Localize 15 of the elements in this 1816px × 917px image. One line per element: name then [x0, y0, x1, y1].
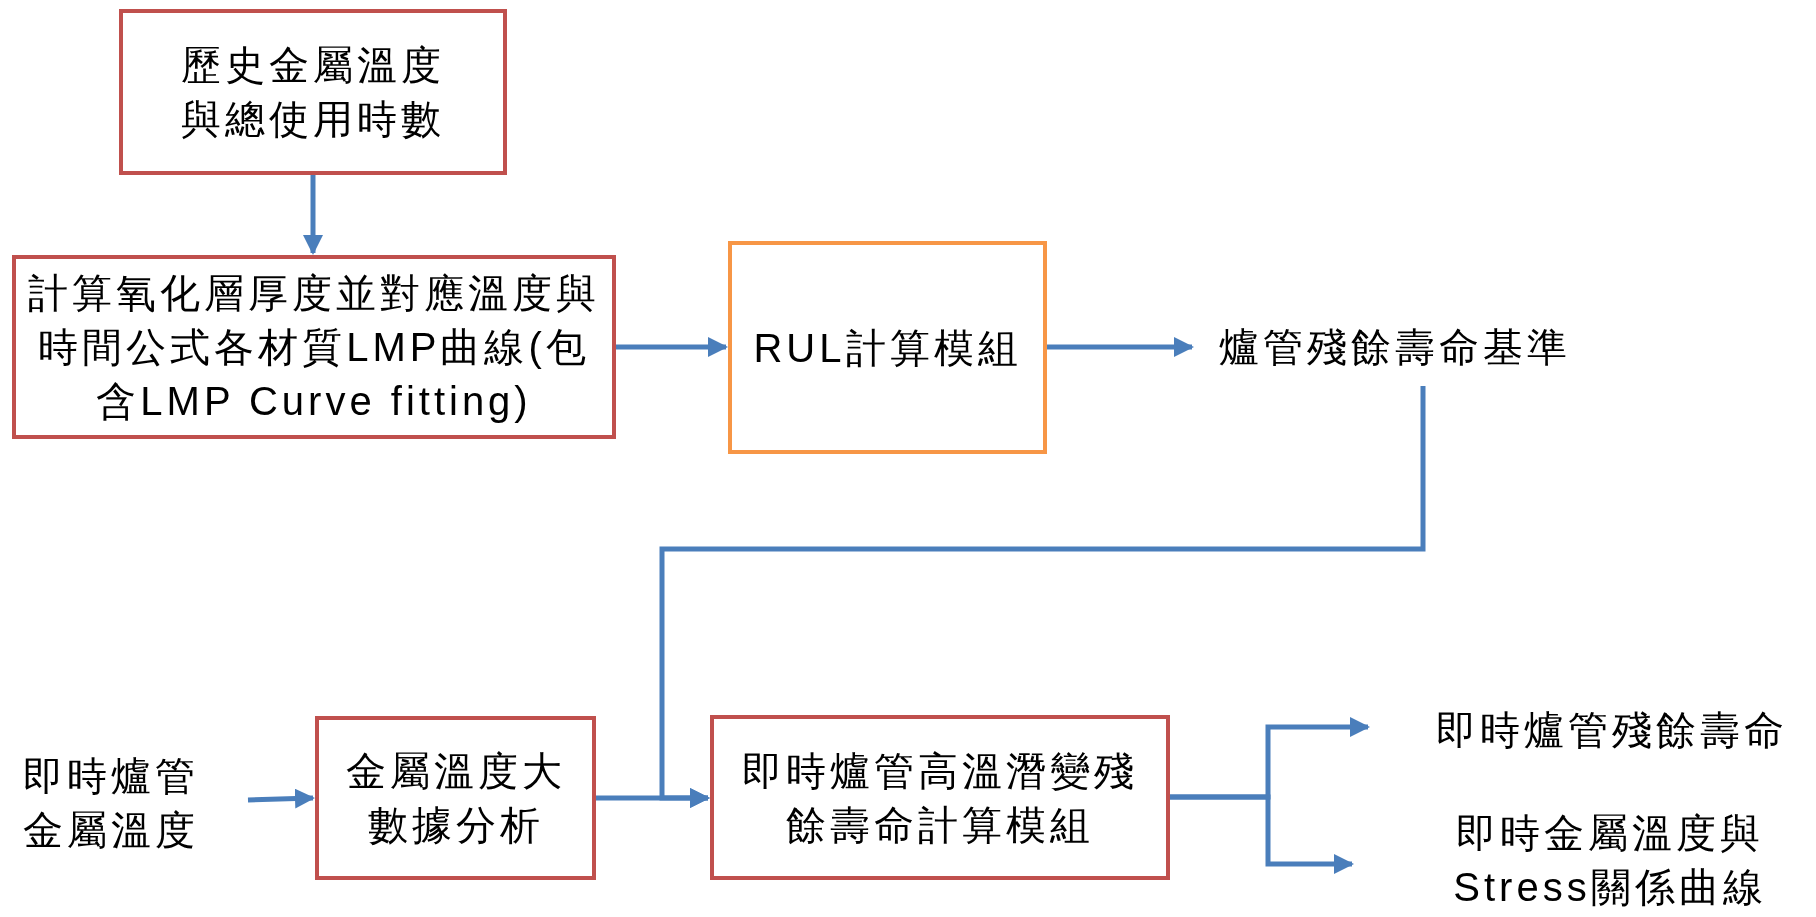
- arrow: [1047, 337, 1194, 357]
- arrow: [616, 337, 728, 357]
- process-box: 歷史金屬溫度與總使用時數: [119, 9, 507, 175]
- arrow: [247, 788, 315, 809]
- process-box: 金屬溫度大數據分析: [315, 716, 596, 880]
- output-text: 即時爐管殘餘壽命: [1436, 707, 1788, 754]
- output-text: 即時金屬溫度與Stress關係曲線: [1452, 810, 1768, 911]
- output-text: 爐管殘餘壽命基準: [1219, 324, 1571, 371]
- arrow: [303, 175, 323, 255]
- process-box: 即時爐管高溫潛變殘餘壽命計算模組: [710, 715, 1170, 880]
- arrow: [1170, 794, 1354, 874]
- process-box: 計算氧化層厚度並對應溫度與時間公式各材質LMP曲線(包含LMP Curve fitting): [12, 255, 616, 439]
- arrow: [596, 788, 710, 808]
- input-text: 即時爐管金屬溫度: [21, 752, 200, 854]
- module-box: RUL計算模組: [728, 241, 1047, 454]
